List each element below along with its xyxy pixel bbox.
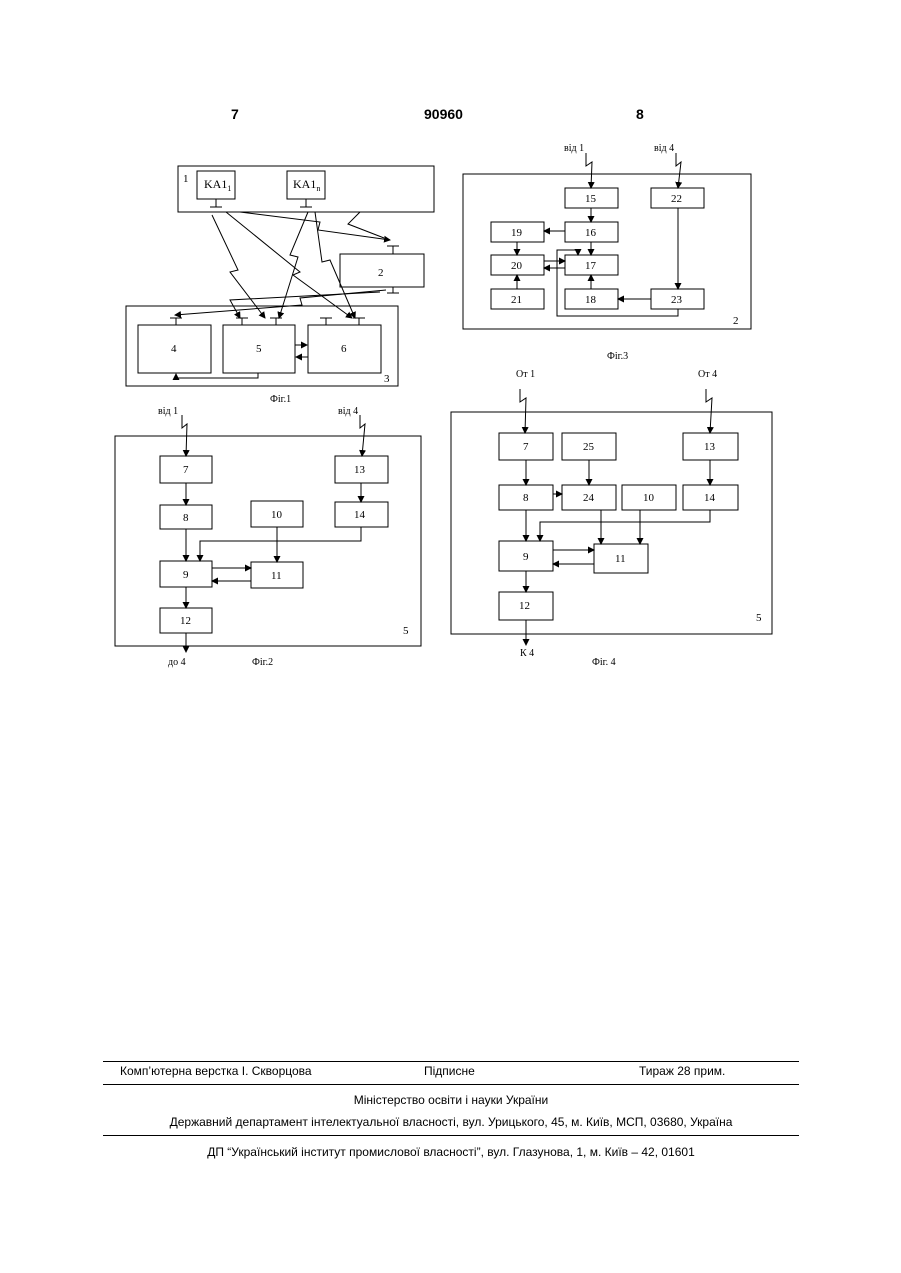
fig2-label-11: 11 — [271, 570, 282, 582]
fig4-label-9: 9 — [523, 551, 529, 563]
fig2-output: до 4 — [168, 657, 186, 668]
fig4-output: К 4 — [520, 648, 534, 659]
fig3-input-right: від 4 — [654, 143, 674, 154]
footer-department: Державний департамент інтелектуальної вл… — [103, 1115, 799, 1129]
footer-ministry: Міністерство освіти і науки України — [103, 1093, 799, 1107]
fig3-label-15: 15 — [585, 193, 597, 205]
fig1-label-1: 1 — [183, 173, 189, 185]
fig2-label-14: 14 — [354, 509, 366, 521]
fig4-label-25: 25 — [583, 441, 595, 453]
fig4-label-11: 11 — [615, 553, 626, 565]
fig3-frame — [463, 174, 751, 329]
fig3-label-19: 19 — [511, 227, 523, 239]
fig2-label-7: 7 — [183, 464, 189, 476]
fig2-caption: Фіг.2 — [252, 657, 273, 668]
fig3-label-18: 18 — [585, 294, 597, 306]
fig4-label-12: 12 — [519, 600, 530, 612]
fig3-label-21: 21 — [511, 294, 522, 306]
fig1-label-5: 5 — [256, 343, 262, 355]
fig4-input-left: От 1 — [516, 369, 535, 380]
footer-rule-middle — [103, 1084, 799, 1085]
fig3-input-left: від 1 — [564, 143, 584, 154]
fig2-label-10: 10 — [271, 509, 283, 521]
fig4-label-13: 13 — [704, 441, 716, 453]
figures-canvas: 1 KA11 KA1n 2 3 4 5 6 Фіг.1 від 1 від 4 … — [0, 0, 901, 700]
footer-layout-by: Комп’ютерна верстка І. Скворцова — [120, 1064, 312, 1078]
fig3-caption: Фіг.3 — [607, 351, 628, 362]
fig1-ka1-label: KA11 — [204, 177, 231, 193]
fig1-label-2: 2 — [378, 267, 384, 279]
fig3-label-17: 17 — [585, 260, 597, 272]
fig3-diagram — [463, 153, 751, 329]
fig4-frame-label: 5 — [756, 612, 762, 624]
fig3-frame-label: 2 — [733, 315, 739, 327]
footer-rule-bottom — [103, 1135, 799, 1136]
fig3-label-23: 23 — [671, 294, 683, 306]
fig1-label-6: 6 — [341, 343, 347, 355]
fig4-label-10: 10 — [643, 492, 655, 504]
fig2-diagram — [115, 415, 421, 652]
fig2-frame-label: 5 — [403, 625, 409, 637]
fig3-label-16: 16 — [585, 227, 597, 239]
fig4-caption: Фіг. 4 — [592, 657, 616, 668]
fig4-label-7: 7 — [523, 441, 529, 453]
fig4-input-right: От 4 — [698, 369, 717, 380]
fig1-kan-label: KA1n — [293, 177, 320, 193]
fig1-label-4: 4 — [171, 343, 177, 355]
footer-institute: ДП “Український інститут промислової вла… — [103, 1145, 799, 1159]
fig2-label-9: 9 — [183, 569, 189, 581]
fig1-caption: Фіг.1 — [270, 394, 291, 405]
fig3-label-22: 22 — [671, 193, 682, 205]
fig4-label-8: 8 — [523, 492, 529, 504]
fig2-label-13: 13 — [354, 464, 366, 476]
fig4-diagram — [451, 389, 772, 645]
fig2-label-12: 12 — [180, 615, 191, 627]
fig2-input-left: від 1 — [158, 406, 178, 417]
footer-rule-top — [103, 1061, 799, 1062]
footer-circulation: Тираж 28 прим. — [639, 1064, 725, 1078]
fig2-label-8: 8 — [183, 512, 189, 524]
fig3-label-20: 20 — [511, 260, 523, 272]
fig4-label-24: 24 — [583, 492, 595, 504]
footer-signed: Підписне — [424, 1064, 475, 1078]
fig2-input-right: від 4 — [338, 406, 358, 417]
fig4-label-14: 14 — [704, 492, 716, 504]
fig1-label-3: 3 — [384, 373, 390, 385]
